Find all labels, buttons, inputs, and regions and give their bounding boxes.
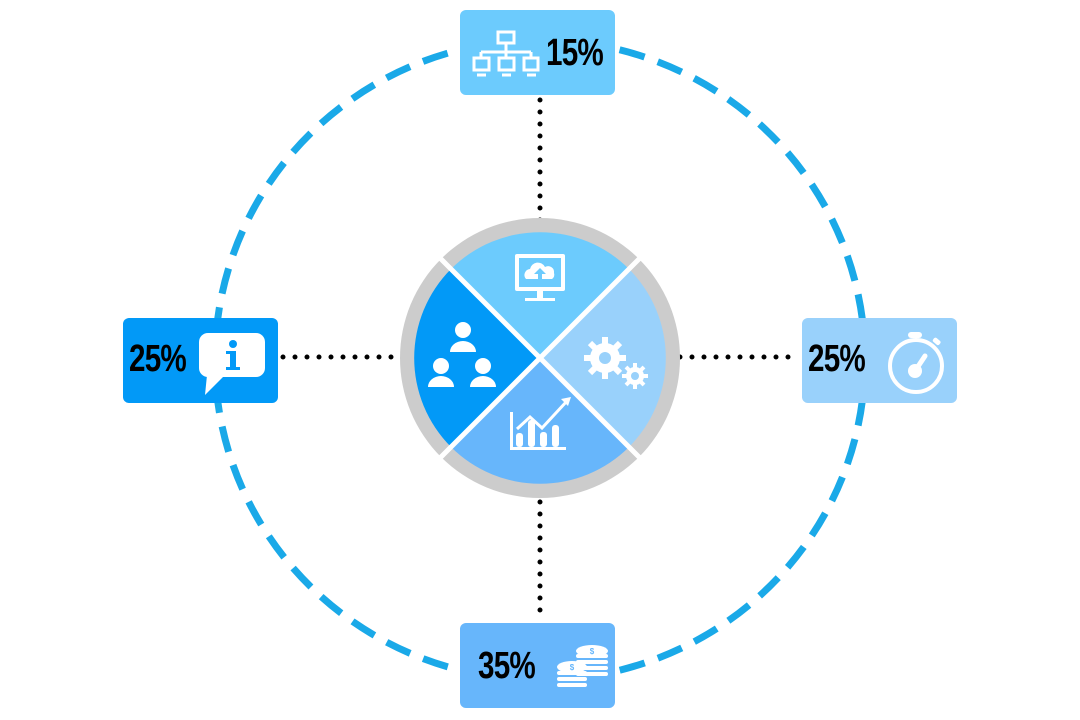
node-left-box: 25% <box>123 318 278 403</box>
svg-text:$: $ <box>570 663 575 672</box>
segment-bottom <box>451 358 629 484</box>
node-right-box: 25% <box>802 318 957 403</box>
coins-stack-icon: $ $ <box>557 645 608 687</box>
svg-text:$: $ <box>590 647 595 656</box>
segment-left <box>414 269 540 447</box>
node-left-value: 25% <box>129 338 187 380</box>
info-speech-bubble-icon <box>199 333 265 395</box>
network-computers-icon <box>472 30 540 77</box>
users-group-icon <box>428 322 496 387</box>
gears-icon <box>584 337 648 389</box>
node-top-value: 15% <box>546 32 604 74</box>
node-bottom-box: 35% $ $ <box>460 623 615 708</box>
node-bottom-value: 35% <box>478 645 536 687</box>
stopwatch-icon <box>888 332 944 394</box>
node-right-value: 25% <box>808 338 866 380</box>
monitor-cloud-upload-icon <box>515 254 565 301</box>
bar-chart-growth-icon <box>510 397 571 450</box>
node-top-box: 15% <box>460 10 615 95</box>
dotted-connectors <box>280 97 801 623</box>
